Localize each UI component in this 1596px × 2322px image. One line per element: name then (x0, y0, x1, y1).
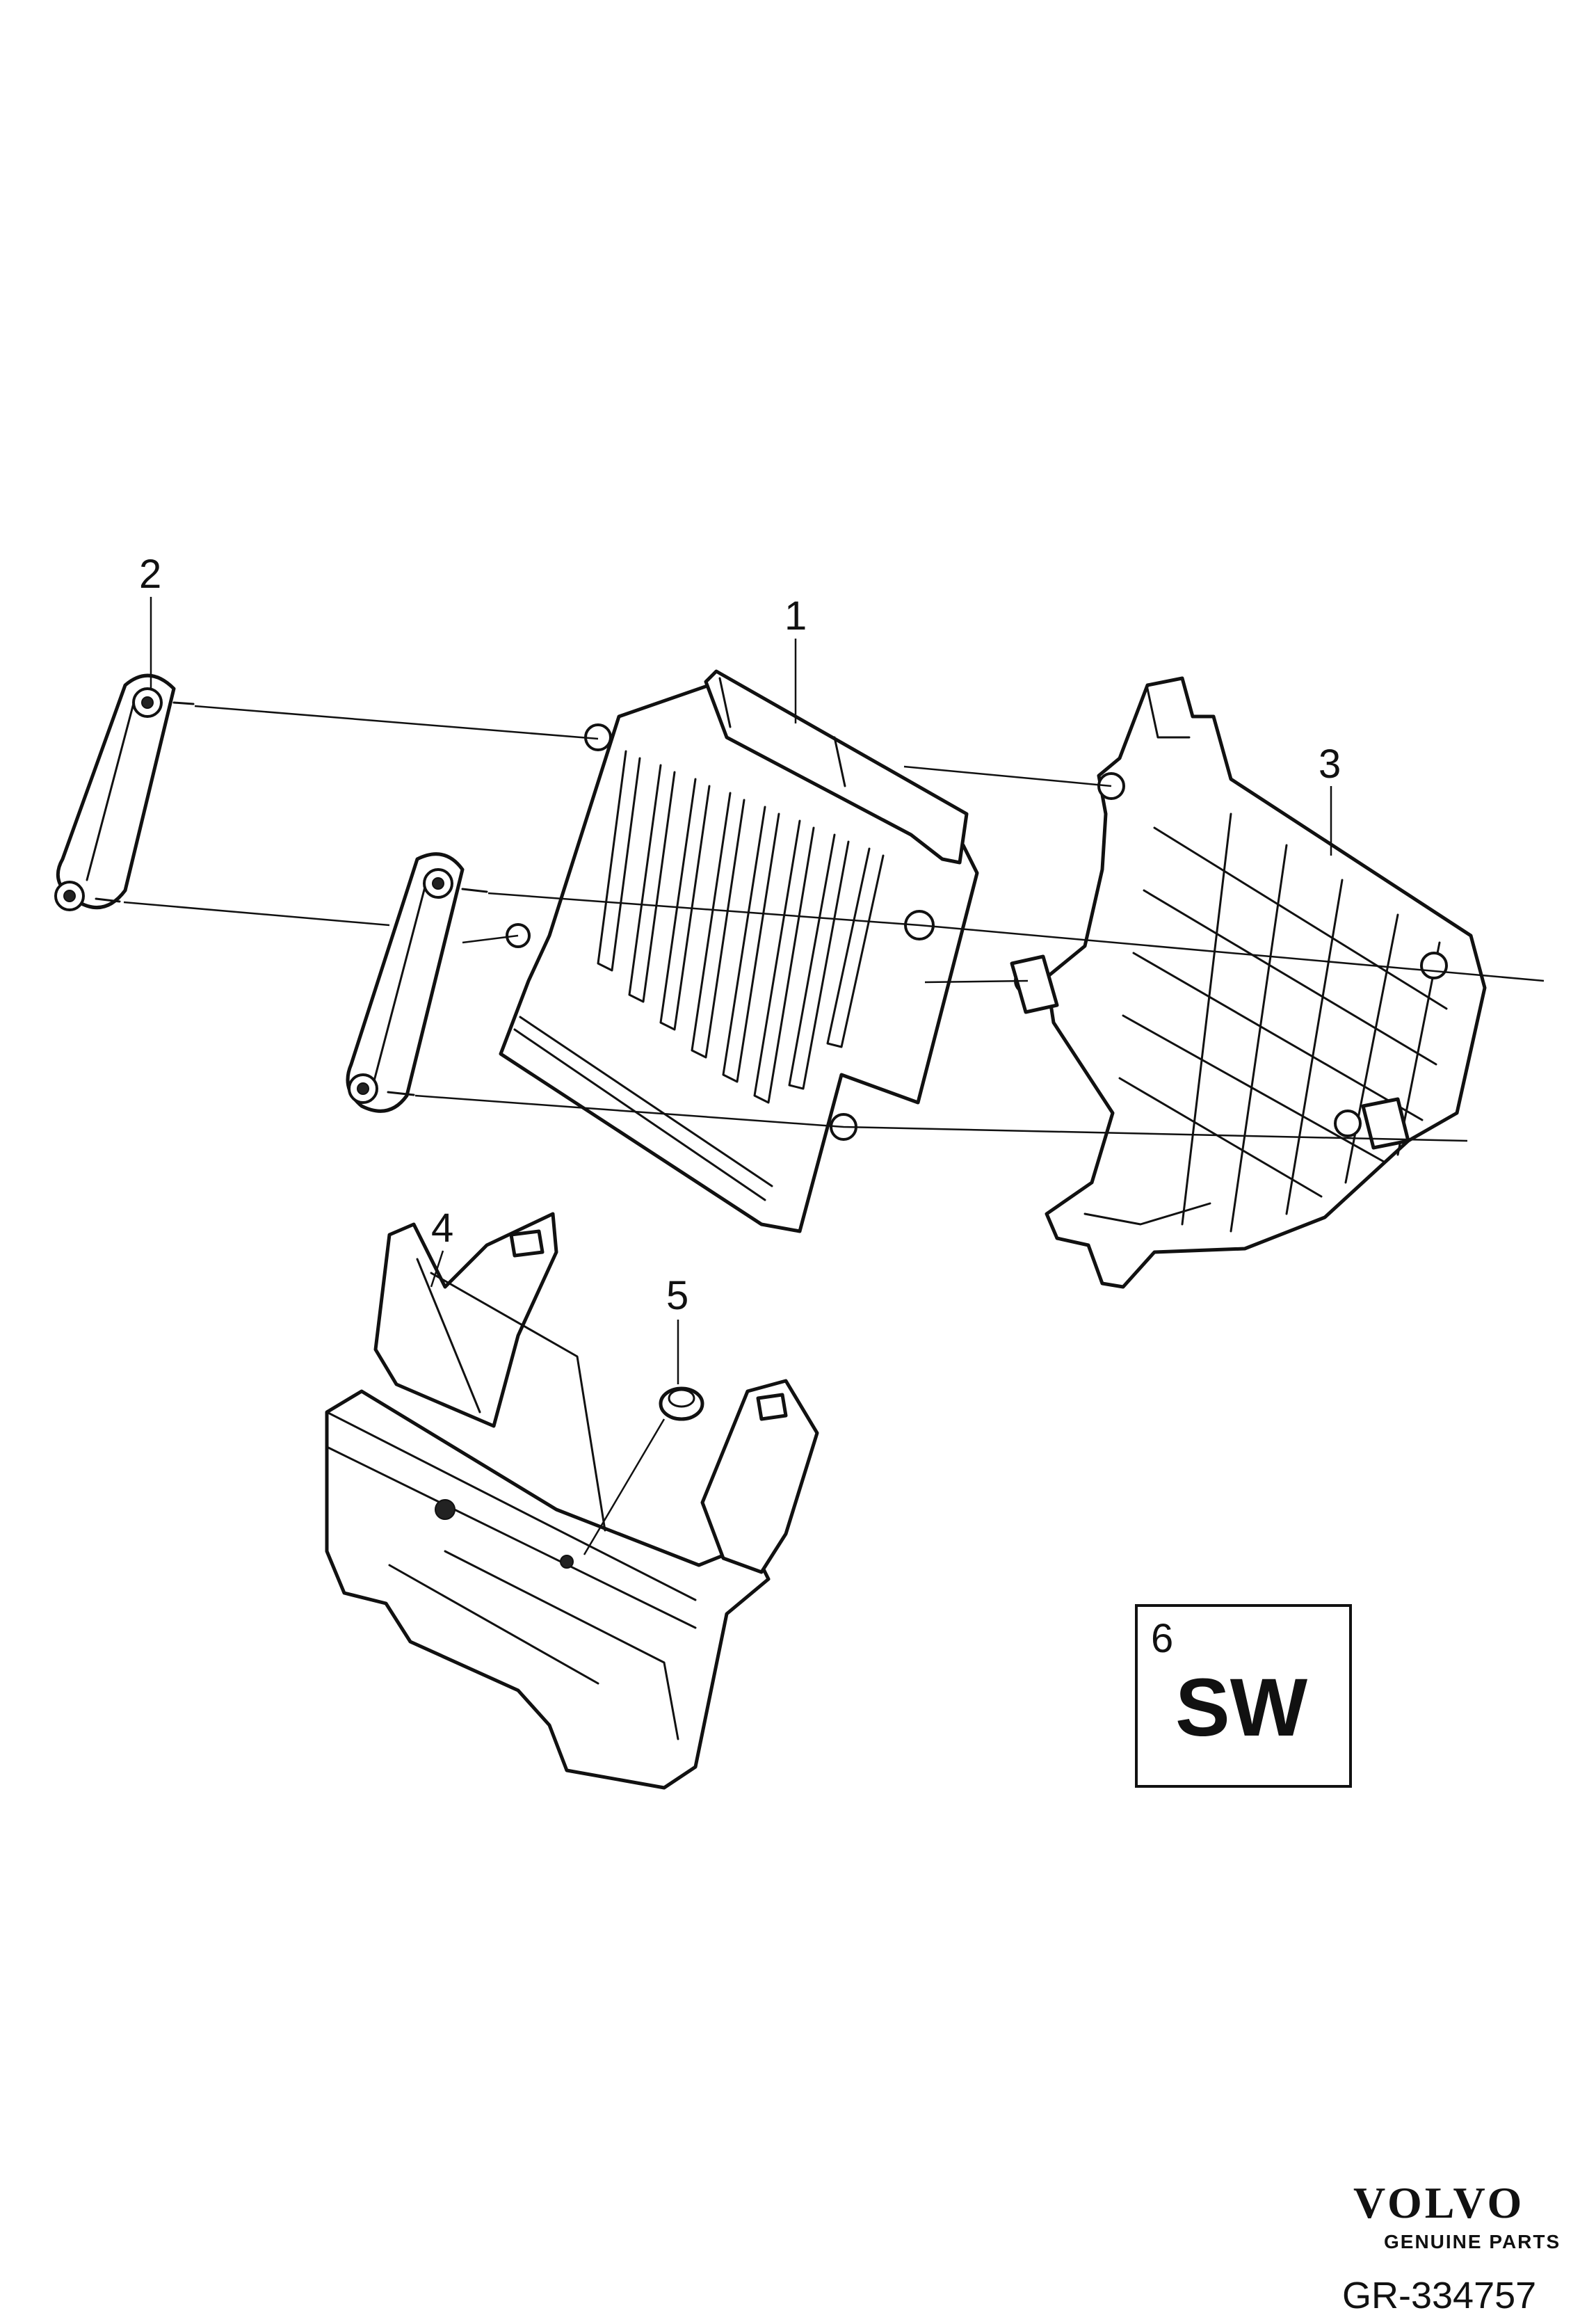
callout-4: 4 (431, 1206, 453, 1251)
callout-5: 5 (666, 1273, 688, 1318)
module-bracket (1010, 676, 1487, 1289)
callout-1: 1 (784, 593, 807, 639)
mounting-strap-upper (54, 673, 195, 911)
reference-number: GR-334757 (1342, 2275, 1536, 2316)
assembly-lines (123, 705, 1545, 1142)
software-box: 6 SW (1135, 1604, 1352, 1788)
control-module (499, 669, 979, 1233)
callout-6: 6 (1151, 1616, 1173, 1661)
lower-holder (325, 1212, 819, 1790)
brand-tagline: GENUINE PARTS (1384, 2231, 1561, 2252)
callout-leaders (150, 597, 1332, 1384)
mounting-strap-lower (346, 852, 488, 1113)
callout-2: 2 (139, 552, 161, 597)
brand-logo-text: VOLVO (1353, 2178, 1524, 2227)
callout-3: 3 (1319, 742, 1341, 787)
nut (583, 1386, 704, 1555)
software-label: SW (1175, 1662, 1308, 1754)
